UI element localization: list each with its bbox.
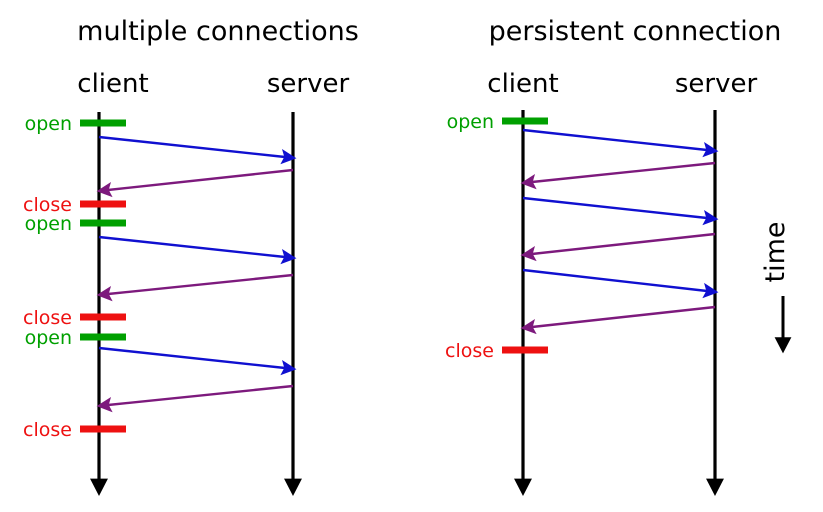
message-request-arrow xyxy=(522,268,719,299)
panel-title-multiple-connections: multiple connections xyxy=(77,16,359,47)
message-request-arrow xyxy=(98,135,297,165)
event-label-close: close xyxy=(23,419,72,441)
actor-label-server-right: server xyxy=(675,69,758,99)
event-label-open: open xyxy=(25,327,72,349)
message-response-arrow xyxy=(96,273,294,302)
event-label-close: close xyxy=(23,307,72,329)
panel-multiple-connections: multiple connections client server open … xyxy=(23,16,359,496)
event-label-close: close xyxy=(23,194,72,216)
panel-title-persistent-connection: persistent connection xyxy=(489,16,782,47)
panel-persistent-connection: persistent connection client server open… xyxy=(445,16,782,496)
actor-label-client-right: client xyxy=(487,69,558,99)
event-label-close: close xyxy=(445,340,494,362)
message-response-arrow xyxy=(520,161,716,190)
actor-label-client-left: client xyxy=(77,69,148,99)
message-request-arrow xyxy=(98,346,297,376)
event-label-open: open xyxy=(25,113,72,135)
event-label-open: open xyxy=(25,213,72,235)
message-response-arrow xyxy=(520,232,716,262)
event-label-open: open xyxy=(447,111,494,133)
time-axis: time xyxy=(760,221,792,354)
time-axis-label: time xyxy=(760,221,791,282)
actor-label-server-left: server xyxy=(267,69,350,99)
message-response-arrow xyxy=(96,384,294,413)
message-request-arrow xyxy=(522,128,719,158)
message-response-arrow xyxy=(96,168,294,198)
message-request-arrow xyxy=(98,235,297,265)
message-response-arrow xyxy=(520,305,716,335)
message-request-arrow xyxy=(522,196,719,226)
